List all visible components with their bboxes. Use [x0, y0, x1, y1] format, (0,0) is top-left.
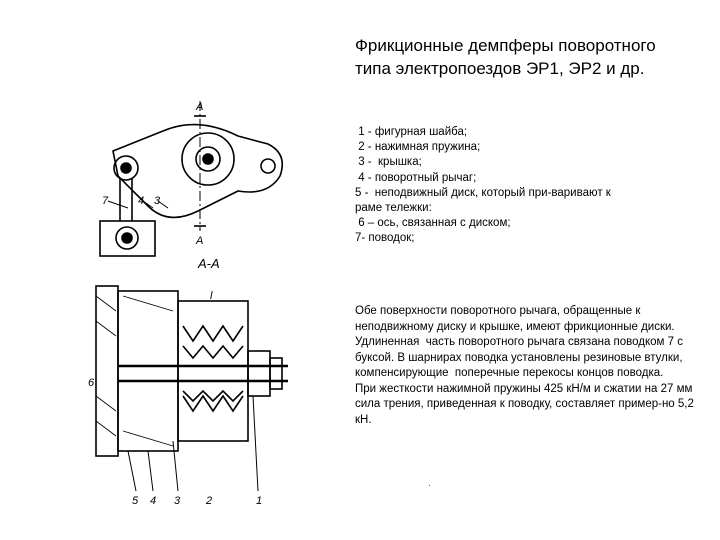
label-2: 2 — [205, 495, 212, 507]
legend-item: 1 - фигурная шайба; — [355, 126, 468, 138]
damper-technical-drawing: А А А-А l 7 4 3 5 4 3 6 2 1 — [88, 96, 298, 526]
parts-legend: 1 - фигурная шайба; 2 - нажимная пружина… — [355, 125, 615, 247]
label-3-bottom: 3 — [174, 495, 181, 507]
label-4-top: 4 — [138, 195, 144, 207]
legend-item: 4 - поворотный рычаг; — [355, 171, 477, 184]
spring-cover — [177, 300, 249, 442]
fixed-disk — [95, 285, 119, 457]
section-title: А-А — [197, 256, 220, 271]
damper-drawing-svg: А А А-А l 7 4 3 5 4 3 6 2 1 — [88, 101, 288, 507]
housing — [117, 290, 179, 452]
label-4-bottom: 4 — [150, 495, 156, 507]
legend-item: 6 – ось, связанная с диском; — [355, 217, 511, 230]
legend-item: 3 - крышка; — [355, 156, 422, 169]
label-7: 7 — [102, 195, 109, 207]
washer-nut — [247, 350, 271, 397]
label-1: 1 — [256, 495, 262, 507]
axlebox-block — [99, 220, 156, 257]
legend-item: 5 - неподвижный диск, который при-варива… — [355, 186, 615, 215]
label-3-top: 3 — [154, 195, 161, 207]
lever-outline — [112, 123, 284, 219]
legend-item: 7- поводок; — [355, 232, 415, 245]
section-mark-top: А — [195, 101, 203, 113]
page-title: Фрикционные демпферы поворотного типа эл… — [355, 36, 656, 78]
label-5: 5 — [132, 495, 139, 507]
description-paragraph: Обе поверхности поворотного рычага, обра… — [355, 305, 694, 426]
legend-item: 2 - нажимная пружина; — [355, 141, 481, 154]
lever-hub — [181, 132, 235, 186]
footer-dot: . — [428, 478, 431, 489]
dimension-l: l — [210, 290, 213, 302]
link-joint-top — [113, 155, 139, 181]
section-mark-bottom: А — [195, 235, 203, 247]
mount-hole — [260, 158, 276, 174]
label-6: 6 — [88, 377, 95, 389]
